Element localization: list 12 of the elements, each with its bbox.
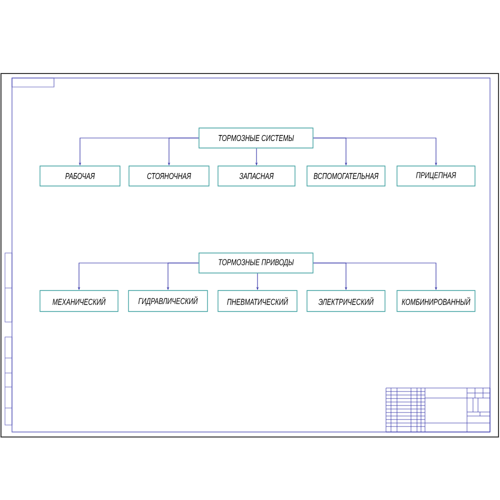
category-box: ТОРМОЗНЫЕ ПРИВОДЫ: [198, 252, 314, 274]
item-box: МЕХАНИЧЕСКИЙ: [40, 290, 118, 312]
item-box: СТОЯНОЧНАЯ: [128, 166, 210, 186]
item-box: ГИДРАВЛИЧЕСКИЙ: [128, 290, 208, 312]
item-box: ЗАПАСНАЯ: [218, 166, 296, 186]
item-box: КОМБИНИРОВАННЫЙ: [396, 290, 476, 312]
item-box: РАБОЧАЯ: [40, 166, 120, 186]
category-box: ТОРМОЗНЫЕ СИСТЕМЫ: [198, 128, 314, 148]
item-box: ЭЛЕКТРИЧЕСКИЙ: [306, 290, 386, 312]
item-box: ВСПОМОГАТЕЛЬНАЯ: [306, 166, 386, 186]
item-box: ПРИЦЕПНАЯ: [396, 166, 476, 186]
item-box: ПНЕВМАТИЧЕСКИЙ: [218, 290, 298, 312]
